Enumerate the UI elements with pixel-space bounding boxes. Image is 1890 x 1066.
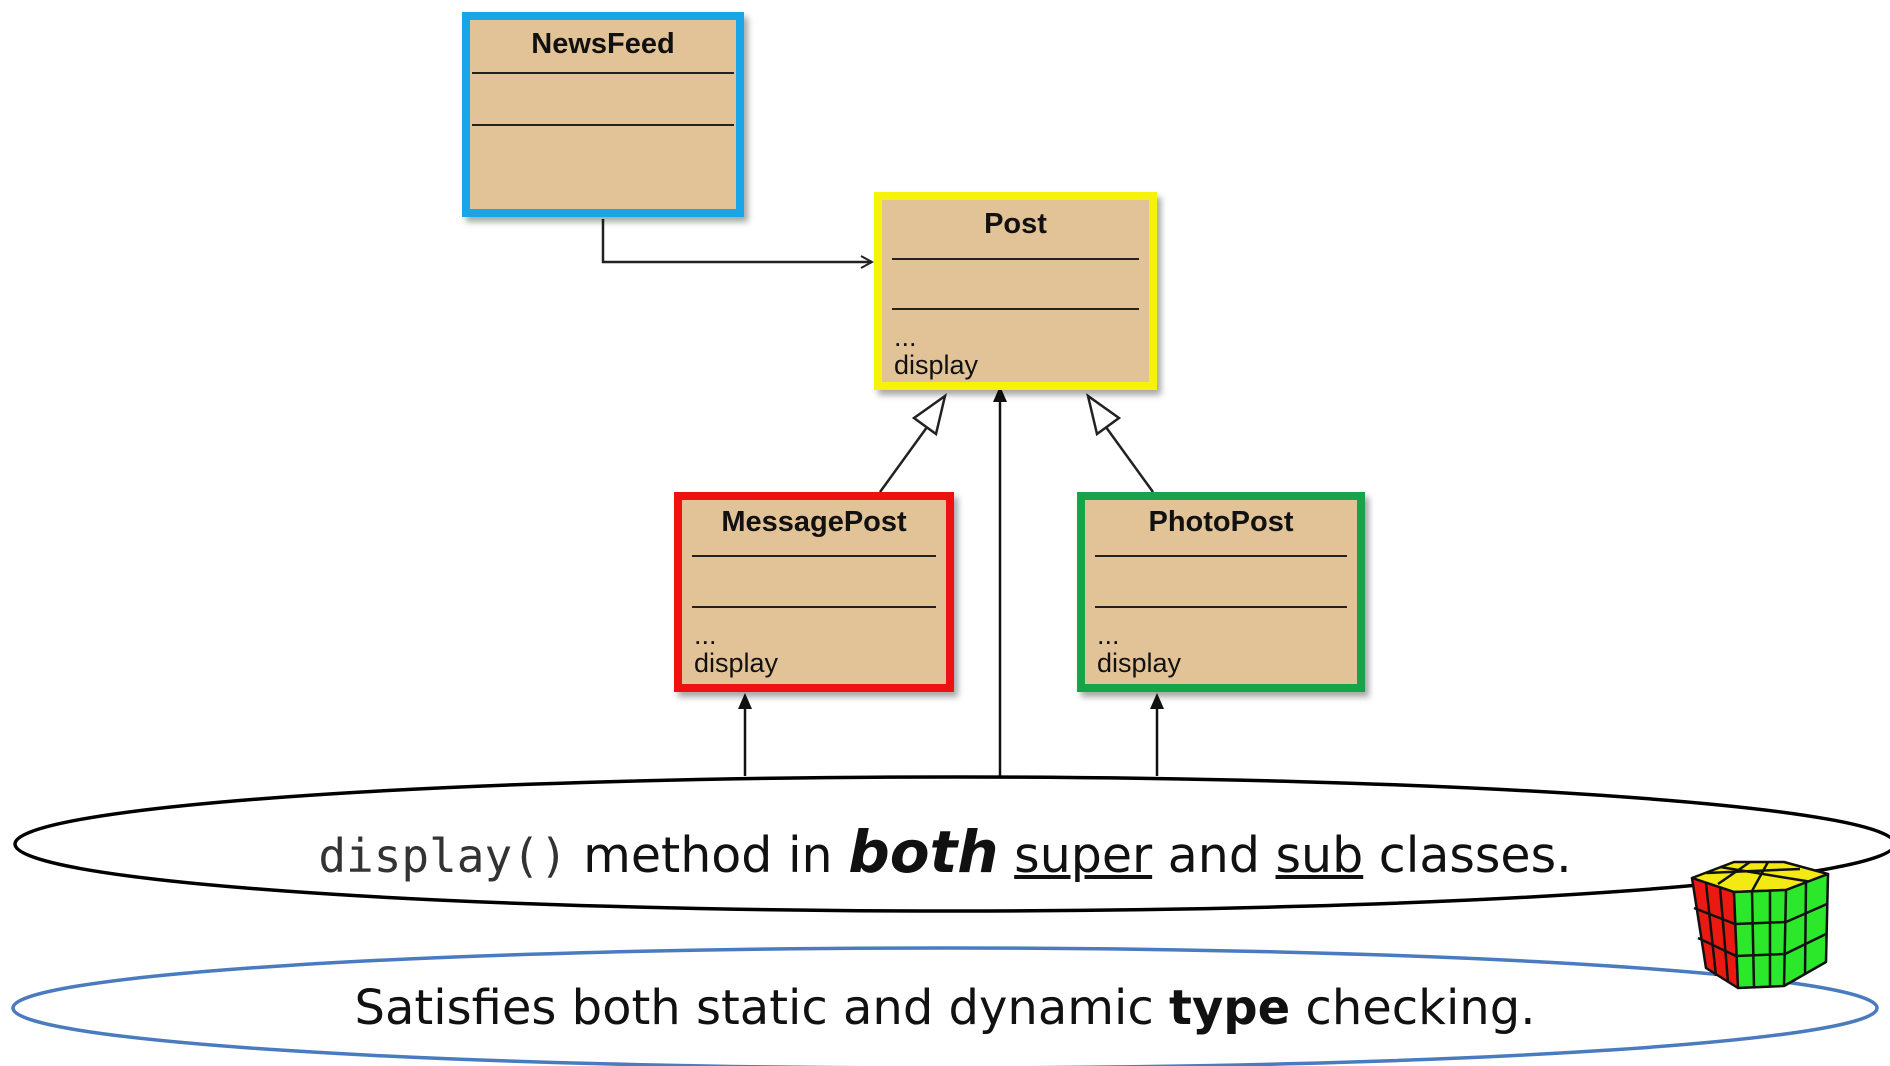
class-name-messagepost: MessagePost — [721, 506, 907, 538]
operation-ellipsis: ... — [694, 620, 717, 650]
caption-space — [999, 827, 1015, 884]
operation-display: display — [1097, 648, 1182, 678]
class-name-post: Post — [984, 208, 1047, 240]
caption-ellipse-top — [13, 775, 1890, 913]
call-arrowhead-messagepost — [738, 693, 752, 709]
separator — [1095, 555, 1347, 557]
caption-sub: sub — [1275, 827, 1364, 884]
operation-ellipsis: ... — [1097, 620, 1120, 650]
caption-type-checking: Satisfies both static and dynamic type c… — [0, 980, 1890, 1036]
class-box-post: Post ... display — [874, 192, 1157, 390]
class-box-messagepost: MessagePost ... display — [674, 492, 954, 692]
inheritance-photopost-post — [1101, 422, 1155, 493]
caption-type-bold: type — [1169, 980, 1291, 1036]
caption-text: Satisfies both static and dynamic — [354, 980, 1170, 1036]
operation-display: display — [894, 350, 979, 380]
separator — [692, 555, 936, 557]
class-name-newsfeed: NewsFeed — [531, 28, 675, 60]
separator — [892, 258, 1139, 260]
operation-ellipsis: ... — [894, 322, 917, 352]
operation-display: display — [694, 648, 779, 678]
caption-ellipse-bottom — [11, 946, 1879, 1066]
class-box-photopost: PhotoPost ... display — [1077, 492, 1365, 692]
separator — [472, 124, 734, 126]
caption-display-method: display() method in both super and sub c… — [0, 818, 1890, 886]
class-box-newsfeed: NewsFeed — [462, 12, 744, 217]
caption-text: and — [1152, 827, 1276, 884]
call-arrowhead-photopost — [1150, 693, 1164, 709]
inheritance-messagepost-post — [878, 422, 932, 493]
separator — [692, 606, 936, 608]
caption-super: super — [1014, 827, 1153, 884]
caption-emphasis-both: both — [848, 818, 999, 886]
separator — [1095, 606, 1347, 608]
inheritance-arrowhead-left — [911, 393, 947, 437]
separator — [472, 72, 734, 74]
code-display-call: display() — [318, 829, 568, 883]
class-name-photopost: PhotoPost — [1148, 506, 1294, 538]
caption-text: classes. — [1363, 827, 1572, 884]
inheritance-arrowhead-right — [1086, 393, 1122, 437]
call-arrowhead-post — [993, 386, 1007, 402]
association-newsfeed-post — [601, 219, 872, 262]
rubiks-cube-icon — [1690, 860, 1830, 990]
caption-text: checking. — [1290, 980, 1536, 1036]
caption-text: method in — [567, 827, 849, 884]
separator — [892, 308, 1139, 310]
